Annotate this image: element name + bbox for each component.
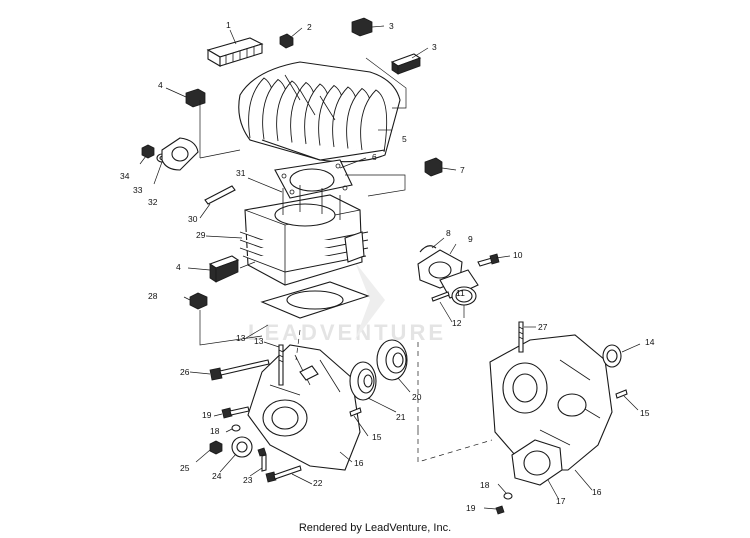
callout-4[interactable]: 4 bbox=[176, 262, 181, 272]
washer-18-left[interactable] bbox=[231, 424, 241, 432]
callout-21[interactable]: 21 bbox=[396, 412, 406, 422]
callout-29[interactable]: 29 bbox=[196, 230, 206, 240]
base-gasket[interactable] bbox=[260, 281, 370, 319]
callout-25[interactable]: 25 bbox=[180, 463, 190, 473]
callout-28[interactable]: 28 bbox=[148, 291, 158, 301]
callout-18[interactable]: 18 bbox=[480, 480, 490, 490]
callout-15[interactable]: 15 bbox=[372, 432, 382, 442]
callout-6[interactable]: 6 bbox=[372, 152, 377, 162]
watermark: LEADVENTURE bbox=[248, 320, 446, 345]
callout-19[interactable]: 19 bbox=[466, 503, 476, 513]
screw-12[interactable] bbox=[431, 291, 450, 302]
callout-33[interactable]: 33 bbox=[133, 185, 143, 195]
callout-12[interactable]: 12 bbox=[452, 318, 462, 328]
callout-8[interactable]: 8 bbox=[446, 228, 451, 238]
callout-14[interactable]: 14 bbox=[645, 337, 655, 347]
seal-24[interactable] bbox=[231, 436, 253, 458]
callout-13[interactable]: 13 bbox=[254, 336, 264, 346]
bolt-26[interactable] bbox=[209, 359, 270, 381]
callout-17[interactable]: 17 bbox=[556, 496, 566, 506]
nut-2[interactable] bbox=[279, 33, 294, 49]
left-crankcase-16[interactable] bbox=[247, 344, 361, 471]
seal-14[interactable] bbox=[602, 344, 622, 368]
bolt-19-left[interactable] bbox=[221, 406, 250, 419]
callout-1[interactable]: 1 bbox=[226, 20, 231, 30]
bolt-22[interactable] bbox=[265, 465, 302, 483]
credit-footer: Rendered by LeadVenture, Inc. bbox=[298, 522, 452, 534]
callout-4[interactable]: 4 bbox=[158, 80, 163, 90]
stud-13-right[interactable] bbox=[518, 321, 524, 353]
exhaust-flange-32[interactable] bbox=[161, 137, 199, 171]
callout-23[interactable]: 23 bbox=[243, 475, 253, 485]
bolt-23[interactable] bbox=[257, 447, 267, 472]
right-crankcase-16[interactable] bbox=[489, 334, 613, 471]
clamp-11[interactable] bbox=[451, 286, 477, 306]
callout-9[interactable]: 9 bbox=[468, 234, 473, 244]
washer-18-right[interactable] bbox=[503, 492, 513, 500]
nut-34[interactable] bbox=[141, 144, 155, 159]
callout-15[interactable]: 15 bbox=[640, 408, 650, 418]
leader-lines bbox=[139, 25, 641, 510]
nut-25[interactable] bbox=[209, 440, 223, 455]
callout-16[interactable]: 16 bbox=[354, 458, 364, 468]
callout-16[interactable]: 16 bbox=[592, 487, 602, 497]
callout-32[interactable]: 32 bbox=[148, 197, 158, 207]
nut-28[interactable] bbox=[189, 292, 208, 310]
callout-34[interactable]: 34 bbox=[120, 171, 130, 181]
spacer-7[interactable] bbox=[424, 157, 443, 177]
watermark-logo bbox=[355, 262, 385, 340]
callout-24[interactable]: 24 bbox=[212, 471, 222, 481]
callout-5[interactable]: 5 bbox=[402, 134, 407, 144]
bearing-20[interactable] bbox=[376, 339, 408, 381]
fin-spacer-1[interactable] bbox=[206, 37, 264, 67]
head-gasket-6[interactable] bbox=[274, 159, 353, 199]
spacer-4-left[interactable] bbox=[208, 255, 240, 283]
spacer-4-top[interactable] bbox=[390, 53, 422, 75]
cover-gasket-17[interactable] bbox=[511, 439, 563, 486]
callout-10[interactable]: 10 bbox=[513, 250, 523, 260]
circlip-8[interactable] bbox=[419, 245, 437, 253]
callout-22[interactable]: 22 bbox=[313, 478, 323, 488]
callout-3[interactable]: 3 bbox=[389, 21, 394, 31]
stud-13-left[interactable] bbox=[278, 344, 284, 386]
pin-15-left[interactable] bbox=[349, 407, 362, 417]
callout-30[interactable]: 30 bbox=[188, 214, 198, 224]
callout-18[interactable]: 18 bbox=[210, 426, 220, 436]
stud-30[interactable] bbox=[204, 185, 236, 205]
cylinder[interactable] bbox=[239, 185, 369, 286]
callout-11[interactable]: 11 bbox=[456, 288, 465, 298]
callout-19[interactable]: 19 bbox=[202, 410, 212, 420]
callout-13[interactable]: 13 bbox=[236, 333, 246, 343]
spacer-3-left[interactable] bbox=[185, 88, 206, 108]
bolt-10[interactable] bbox=[477, 253, 500, 267]
pin-15-right[interactable] bbox=[615, 389, 628, 399]
intake-manifold-9[interactable] bbox=[417, 249, 479, 299]
bolt-19-right[interactable] bbox=[495, 505, 505, 515]
bearing-21[interactable] bbox=[349, 361, 377, 401]
callout-3[interactable]: 3 bbox=[432, 42, 437, 52]
callout-26[interactable]: 26 bbox=[180, 367, 190, 377]
callout-20[interactable]: 20 bbox=[412, 392, 422, 402]
cylinder-head[interactable] bbox=[238, 61, 401, 163]
callout-7[interactable]: 7 bbox=[460, 165, 465, 175]
head-cooling-fin bbox=[360, 89, 388, 153]
spacer-3-top[interactable] bbox=[351, 17, 373, 37]
callout-31[interactable]: 31 bbox=[236, 168, 246, 178]
callout-27[interactable]: 27 bbox=[538, 322, 548, 332]
callout-2[interactable]: 2 bbox=[307, 22, 312, 32]
exploded-view-drawing: LEADVENTURE bbox=[120, 17, 655, 515]
